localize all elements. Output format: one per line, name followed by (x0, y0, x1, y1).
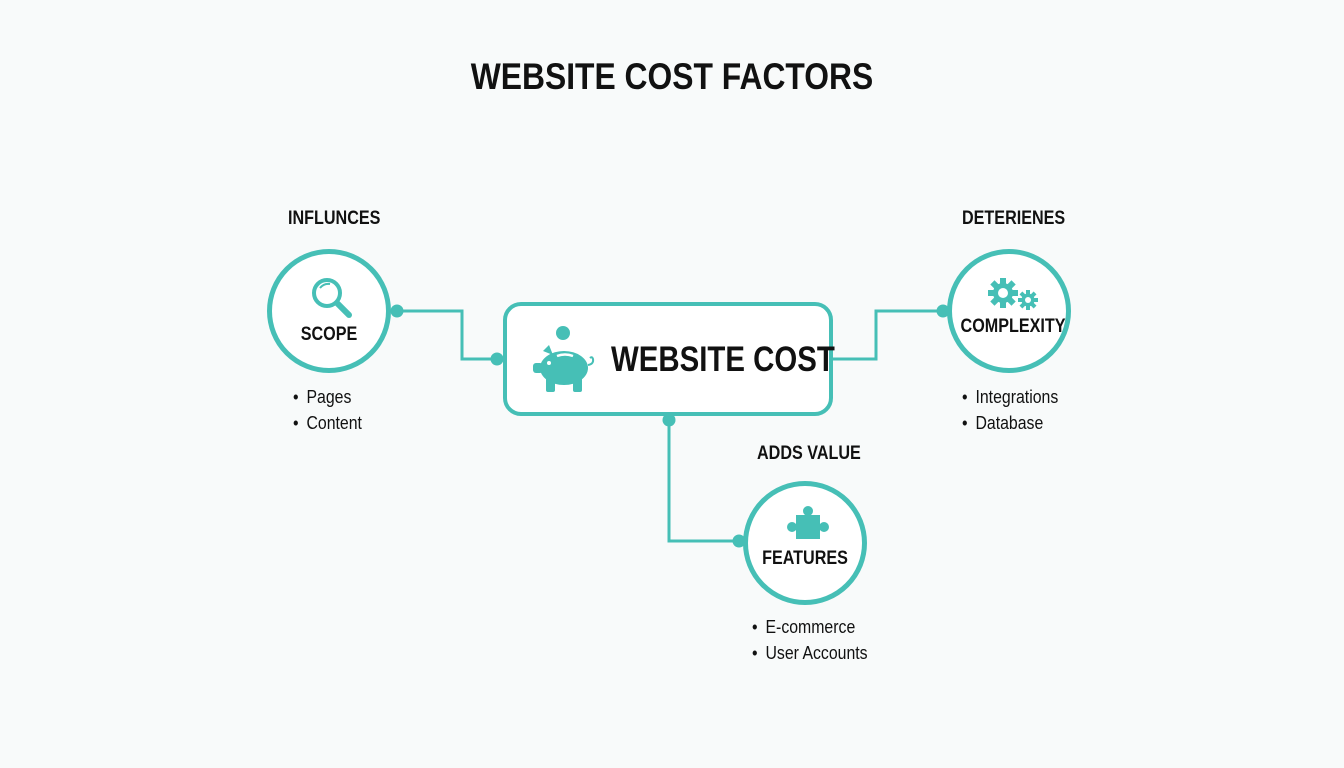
relation-label-influences: INFLUNCES (288, 208, 381, 229)
node-features: FEATURES (743, 481, 867, 605)
list-item: E-commerce (752, 614, 868, 640)
center-node-website-cost: WEBSITE COST (503, 302, 835, 416)
scope-items-list: Pages Content (293, 384, 362, 436)
connector-dot (732, 534, 746, 548)
node-label-features: FEATURES (762, 548, 848, 569)
list-item: Pages (293, 384, 362, 410)
connector-complexity (833, 309, 943, 361)
center-node-label: WEBSITE COST (611, 340, 835, 379)
puzzle-piece-icon (787, 506, 829, 539)
gears-icon (988, 278, 1038, 310)
connector-scope (397, 309, 497, 361)
list-item: Content (293, 410, 361, 436)
magnifier-icon (312, 278, 352, 318)
node-complexity: COMPLEXITY (947, 249, 1071, 373)
features-items-list: E-commerce User Accounts (752, 614, 868, 666)
node-label-complexity: COMPLEXITY (960, 316, 1066, 337)
list-item: Database (962, 410, 1058, 436)
node-scope: SCOPE (267, 249, 391, 373)
connector-dot (490, 352, 504, 366)
list-item: Integrations (962, 384, 1058, 410)
connector-features (667, 420, 739, 543)
piggy-bank-icon (533, 326, 595, 392)
node-label-scope: SCOPE (300, 324, 358, 345)
connector-dot (390, 304, 404, 318)
relation-label-deterienes: DETERIENES (962, 208, 1066, 229)
list-item: User Accounts (752, 640, 867, 666)
connector-dot (662, 413, 676, 427)
complexity-items-list: Integrations Database (962, 384, 1058, 436)
connector-dot (936, 304, 950, 318)
diagram-title: WEBSITE COST FACTORS (470, 56, 874, 97)
relation-label-adds-value: ADDS VALUE (757, 443, 861, 464)
